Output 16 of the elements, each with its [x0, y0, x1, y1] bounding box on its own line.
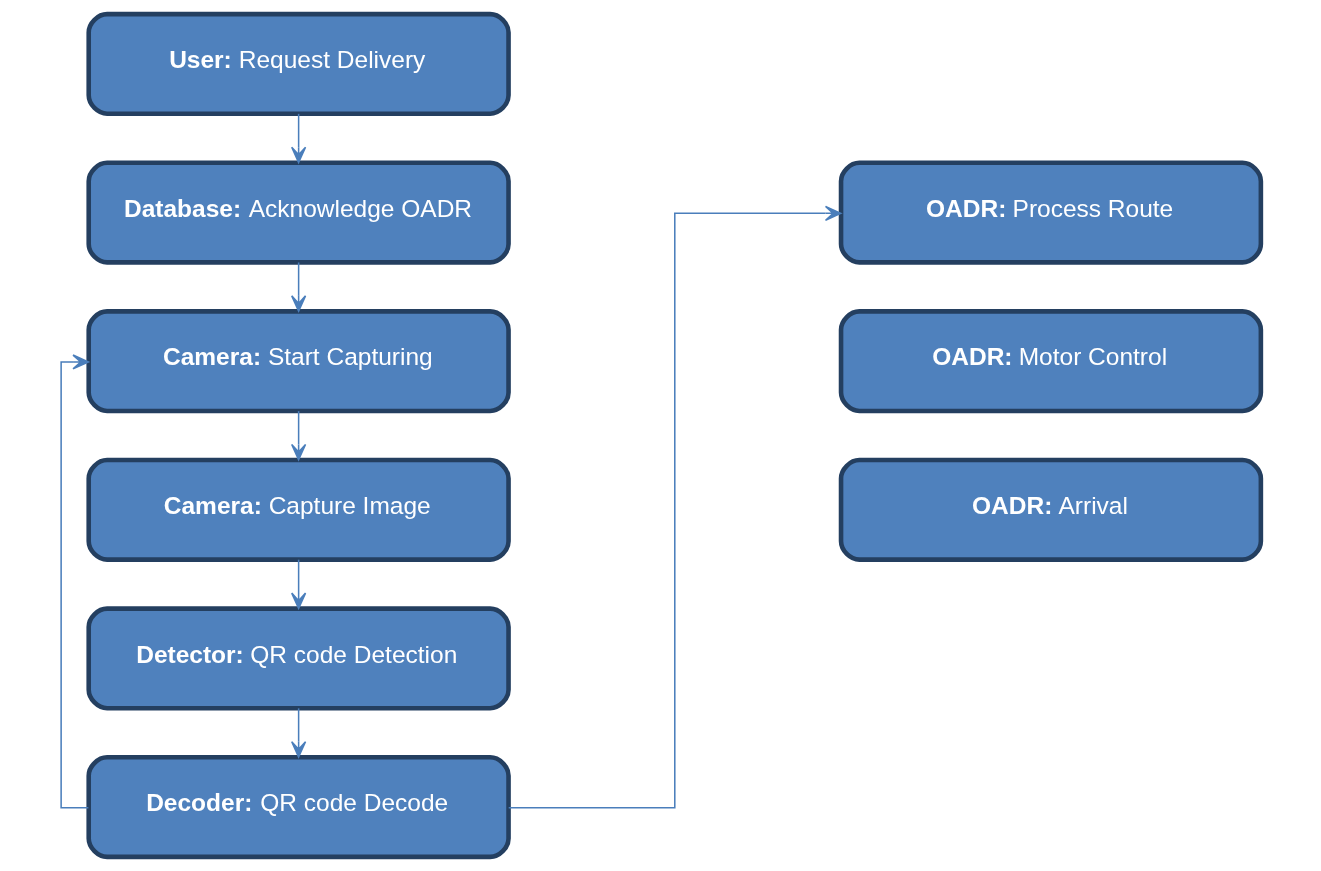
- arrow: [59, 354, 89, 809]
- node-box: Database: Acknowledge OADR: [85, 160, 511, 265]
- node-box: OADR: Arrival: [838, 457, 1263, 562]
- arrow: [290, 558, 306, 610]
- arrow: [290, 707, 306, 758]
- arrow: [507, 205, 842, 809]
- arrow: [290, 410, 306, 461]
- node-box: Camera: Start Capturing: [85, 309, 511, 414]
- node-box: Decoder: QR code Decode: [85, 754, 511, 860]
- node-box: Detector: QR code Detection: [85, 606, 511, 711]
- node-box: User: Request Delivery: [85, 11, 511, 117]
- arrow: [290, 261, 306, 312]
- arrow: [290, 113, 306, 164]
- node-box: OADR: Process Route: [838, 160, 1263, 265]
- node-box: Camera: Capture Image: [85, 457, 511, 562]
- node-box: OADR: Motor Control: [838, 309, 1263, 414]
